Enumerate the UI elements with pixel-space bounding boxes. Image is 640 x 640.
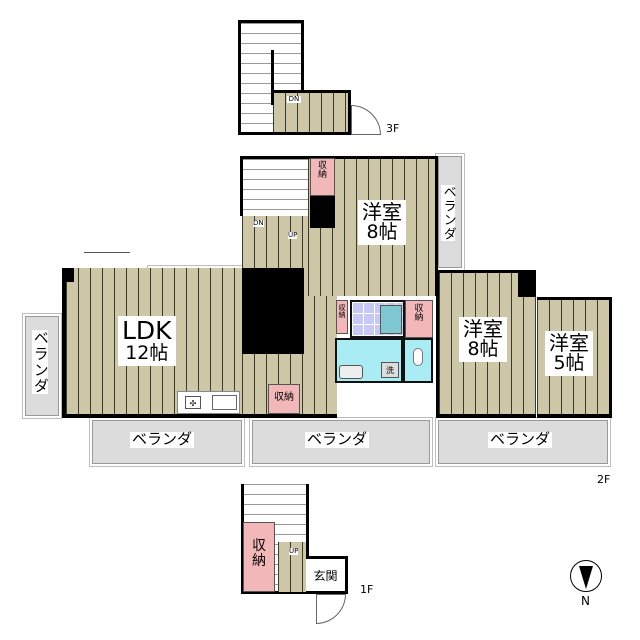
void-block: [242, 268, 304, 354]
floor-label-2f: 2F: [597, 473, 611, 486]
bathtub: [380, 305, 402, 334]
room-ldk-name: LDK: [122, 316, 172, 345]
storage-small-label: 収納: [338, 304, 346, 320]
stair-wall-1f-right: [306, 484, 309, 556]
wash-basin: [339, 365, 363, 379]
storage-hall: 収納: [268, 384, 300, 414]
room-bedroom-small-label: 洋室 5帖: [545, 331, 593, 376]
entrance: 玄関: [306, 556, 348, 594]
room-bedroom-north-size: 8帖: [366, 221, 398, 243]
north-arrow-icon: [579, 566, 593, 589]
balcony-label-south-ldk: ベランダ: [130, 430, 195, 448]
storage-wet: 収納: [405, 300, 433, 338]
floor-3f: DN: [238, 20, 381, 135]
stair-mark-up-1f: UP: [289, 547, 299, 556]
storage-small: 収納: [336, 300, 348, 334]
ldk-north-strip: [150, 296, 242, 306]
entrance-label: 玄関: [306, 570, 345, 583]
balcony-label-south-east: ベランダ: [488, 430, 553, 448]
stair-divider: [271, 50, 274, 105]
storage-north: 収納: [310, 158, 335, 196]
room-bedroom-east-name: 洋室: [463, 317, 503, 341]
toilet: [403, 338, 433, 383]
room-bedroom-east: [436, 270, 536, 418]
washroom: 洗: [335, 338, 403, 383]
compass: [570, 560, 602, 592]
room-bedroom-east-size: 8帖: [467, 338, 499, 360]
room-bedroom-small-name: 洋室: [549, 331, 589, 355]
column-ldk-nw: [62, 268, 74, 282]
door-3f[interactable]: [351, 105, 381, 135]
storage-wet-label: 収納: [414, 304, 424, 324]
compass-label: N: [581, 594, 590, 608]
sink-icon: [212, 395, 237, 410]
stairs-2f: [240, 156, 308, 216]
hall-3f: [273, 90, 351, 135]
stair-mark-dn-3f: DN: [287, 95, 301, 104]
storage-hall-label: 収納: [274, 392, 294, 403]
room-bedroom-east-label: 洋室 8帖: [459, 317, 507, 362]
balcony-label-west: ベランダ: [31, 330, 50, 394]
stair-mark-up-2f: UP: [288, 231, 298, 240]
column-east: [518, 270, 536, 297]
stove-icon: ✣: [185, 396, 201, 409]
room-ldk-label: LDK 12帖: [118, 316, 176, 367]
floor-label-1f: 1F: [360, 583, 374, 596]
balcony-label-east-north: ベランダ: [440, 185, 456, 241]
storage-north-label: 収納: [317, 161, 327, 181]
toilet-icon: [413, 348, 423, 366]
storage-1f-label: 収納: [252, 538, 266, 569]
room-bedroom-north-name: 洋室: [362, 200, 402, 224]
kitchen-counter: ✣: [177, 391, 240, 414]
bay-window: [84, 252, 130, 268]
entrance-door[interactable]: [316, 594, 346, 624]
room-bedroom-north-label: 洋室 8帖: [358, 200, 406, 245]
room-bedroom-small-size: 5帖: [553, 352, 585, 374]
bathroom: [350, 300, 405, 338]
stair-mark-dn-2f: DN: [253, 219, 264, 228]
storage-1f: 収納: [243, 522, 275, 592]
column-north: [310, 196, 335, 228]
floor-label-3f: 3F: [386, 122, 400, 135]
balcony-label-south-center: ベランダ: [305, 430, 370, 448]
washing-machine: 洗: [381, 362, 399, 378]
room-ldk-size: 12帖: [125, 342, 169, 365]
